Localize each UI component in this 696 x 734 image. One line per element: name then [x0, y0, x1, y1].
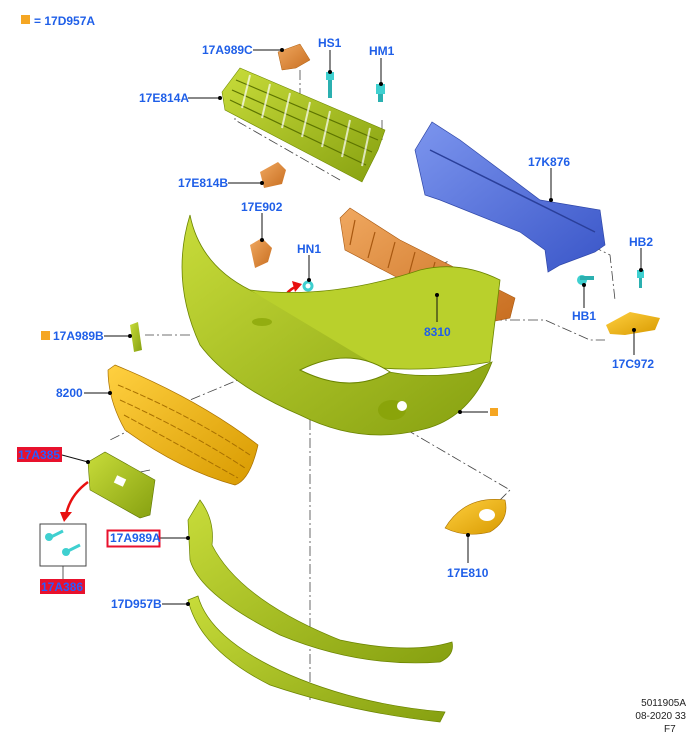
part-17C972[interactable]	[606, 312, 660, 335]
fastener-HB1[interactable]	[577, 275, 594, 285]
part-17E902[interactable]	[250, 238, 272, 268]
label-17A989A[interactable]: 17A989A	[110, 531, 161, 545]
legend-marker	[21, 15, 30, 24]
arrowhead-icon	[60, 512, 72, 522]
label-17K876[interactable]: 17K876	[528, 155, 570, 169]
screw-icon	[62, 543, 81, 556]
label-17E902[interactable]: 17E902	[241, 200, 283, 214]
label-17A989A-highlight	[106, 529, 161, 548]
label-17E810[interactable]: 17E810	[447, 566, 489, 580]
part-17D957B[interactable]	[187, 595, 446, 723]
footer-page: F7	[664, 724, 676, 734]
label-HB2[interactable]: HB2	[629, 235, 653, 249]
label-17A385-highlight	[17, 447, 62, 462]
label-17A989C[interactable]: 17A989C	[202, 43, 253, 57]
label-HB1[interactable]: HB1	[572, 309, 596, 323]
red-arrow-icon	[64, 480, 89, 516]
part-17E814B[interactable]	[260, 162, 286, 188]
arrowhead-icon	[292, 281, 302, 292]
legend-text: = 17D957A	[34, 14, 95, 28]
label-17D957B[interactable]: 17D957B	[111, 597, 162, 611]
bumper-legend-marker	[490, 408, 498, 416]
leader-lines	[61, 48, 643, 606]
fastener-HM1[interactable]	[376, 84, 385, 102]
footer-date: 08-2020 33	[635, 711, 686, 722]
label-8310[interactable]: 8310	[424, 325, 451, 339]
footer-code: 5011905A	[641, 698, 686, 709]
label-17E814B[interactable]: 17E814B	[178, 176, 228, 190]
label-17A989B-marker	[41, 331, 50, 340]
part-17A989C[interactable]	[277, 43, 311, 71]
label-HN1[interactable]: HN1	[297, 242, 321, 256]
part-8200[interactable]	[107, 364, 259, 486]
fastener-HN1[interactable]	[302, 280, 314, 292]
part-17K876[interactable]	[414, 121, 606, 273]
label-17A989B[interactable]: 17A989B	[53, 329, 104, 343]
label-17A386[interactable]: 17A386	[41, 580, 83, 594]
fastener-HB2[interactable]	[637, 270, 644, 288]
label-8200[interactable]: 8200	[56, 386, 83, 400]
label-17C972[interactable]: 17C972	[612, 357, 654, 371]
label-HM1[interactable]: HM1	[369, 44, 395, 58]
label-17A386-highlight	[40, 579, 85, 594]
label-17A385[interactable]: 17A385	[18, 448, 60, 462]
part-17A989A[interactable]	[187, 499, 453, 664]
label-17E814A[interactable]: 17E814A	[139, 91, 189, 105]
part-17E810[interactable]	[444, 499, 507, 535]
screw-icon	[45, 529, 64, 541]
part-17E814A[interactable]	[221, 67, 386, 183]
fastener-HS1[interactable]	[326, 72, 334, 98]
label-HS1[interactable]: HS1	[318, 36, 342, 50]
part-17A385[interactable]	[87, 451, 156, 519]
part-bumper-cover-17D957A[interactable]	[181, 214, 501, 436]
part-17A989B[interactable]	[130, 322, 142, 352]
